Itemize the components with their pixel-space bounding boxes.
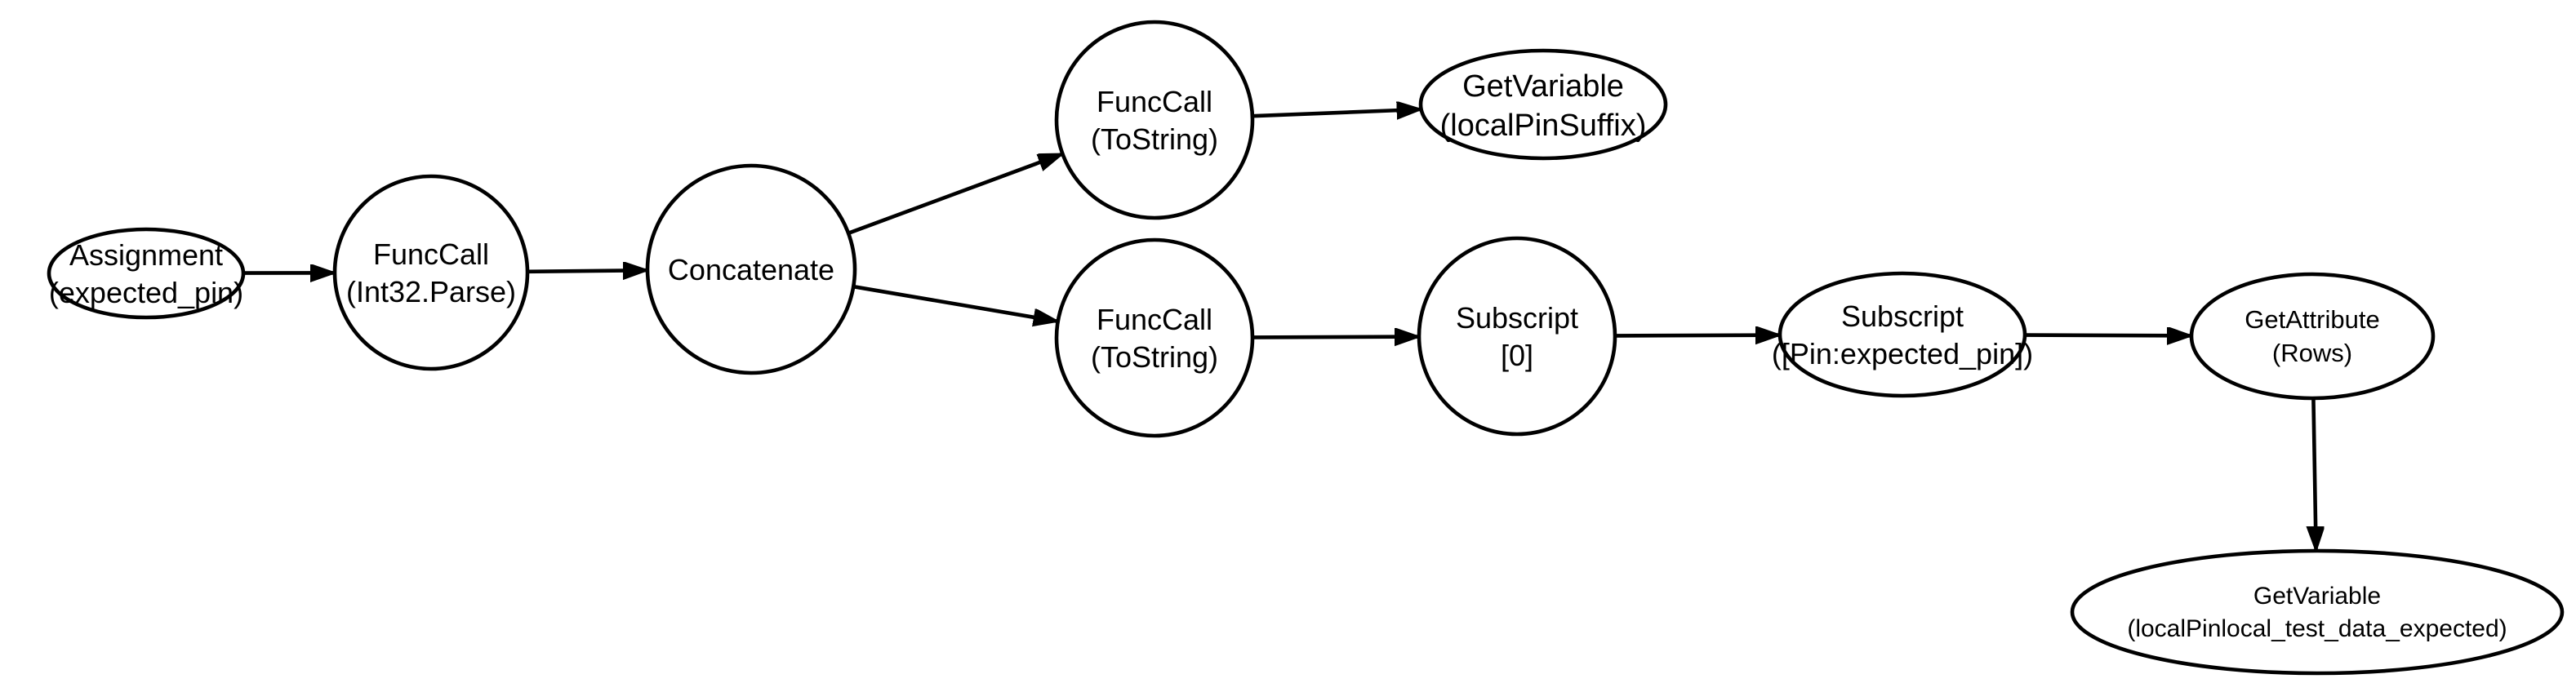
graph-node-getvariable-localpinlocal-test-data-expected: GetVariable (localPinlocal_test_data_expe…	[2070, 548, 2565, 676]
node-label-line1: Assignment	[69, 238, 223, 272]
graph-edge-getattribute-rows-to-getvariable-localpinlocal-test-data-expected	[2313, 397, 2316, 551]
node-label-line2: (localPinlocal_test_data_expected)	[2127, 615, 2507, 642]
graph-edge-funccall-tostring-bottom-to-subscript-0	[1252, 337, 1419, 338]
graph-node-subscript-0: Subscript [0]	[1417, 236, 1617, 437]
node-shape-circle	[1054, 237, 1255, 438]
node-label-line2: (ToString)	[1091, 122, 1218, 156]
node-label-line1: Subscript	[1841, 299, 1964, 333]
graph-node-subscript-pin-expected-pin: Subscript ([Pin:expected_pin])	[1772, 271, 2033, 398]
node-label-line2: ([Pin:expected_pin])	[1772, 337, 2033, 370]
node-shape-circle	[1417, 236, 1617, 437]
node-shape-ellipse	[2189, 272, 2436, 401]
node-label-line1: GetVariable	[1462, 69, 1624, 104]
graph-edge-concatenate-to-funccall-tostring-top	[848, 152, 1062, 235]
graph-edge-subscript-0-to-subscript-pin-expected-pin	[1614, 335, 1780, 336]
node-label-line2: (localPinSuffix)	[1440, 109, 1647, 143]
edge-layer	[242, 109, 2316, 551]
node-label-line2: [0]	[1501, 339, 1533, 372]
node-label-line1: FuncCall	[1097, 85, 1212, 118]
node-label-line1: FuncCall	[1097, 303, 1212, 336]
graph-node-getattribute-rows: GetAttribute (Rows)	[2189, 272, 2436, 401]
node-shape-ellipse	[2070, 548, 2565, 676]
graph-node-assignment: Assignment (expected_pin)	[47, 227, 246, 320]
node-label-line2: (Rows)	[2272, 339, 2352, 367]
node-label-line1: Concatenate	[668, 253, 834, 286]
graph-edge-subscript-pin-expected-pin-to-getattribute-rows	[2024, 335, 2191, 336]
node-label-line2: (Int32.Parse)	[346, 275, 516, 308]
graph-edge-funccall-int32-parse-to-concatenate	[527, 270, 647, 272]
node-shape-ellipse	[47, 227, 246, 320]
graph-node-funccall-int32-parse: FuncCall (Int32.Parse)	[332, 174, 530, 371]
graph-node-funccall-tostring-top: FuncCall (ToString)	[1054, 20, 1255, 220]
node-label-line1: GetVariable	[2253, 583, 2381, 610]
node-label-line1: GetAttribute	[2245, 305, 2379, 334]
node-shape-circle	[1054, 20, 1255, 220]
node-label-line1: FuncCall	[373, 237, 489, 271]
graph-node-concatenate: Concatenate	[645, 163, 857, 375]
graph-edge-funccall-tostring-top-to-getvariable-localpinsuffix	[1252, 109, 1421, 116]
node-shape-ellipse	[1777, 271, 2027, 398]
node-shape-circle	[645, 163, 857, 375]
graph-edge-concatenate-to-funccall-tostring-bottom	[852, 284, 1057, 322]
node-label-line2: (ToString)	[1091, 340, 1218, 374]
graph-node-funccall-tostring-bottom: FuncCall (ToString)	[1054, 237, 1255, 438]
node-label-line1: Subscript	[1456, 301, 1578, 335]
graph-node-getvariable-localpinsuffix: GetVariable (localPinSuffix)	[1418, 48, 1668, 161]
node-shape-ellipse	[1418, 48, 1668, 161]
node-shape-circle	[332, 174, 530, 371]
node-label-line2: (expected_pin)	[49, 276, 243, 309]
